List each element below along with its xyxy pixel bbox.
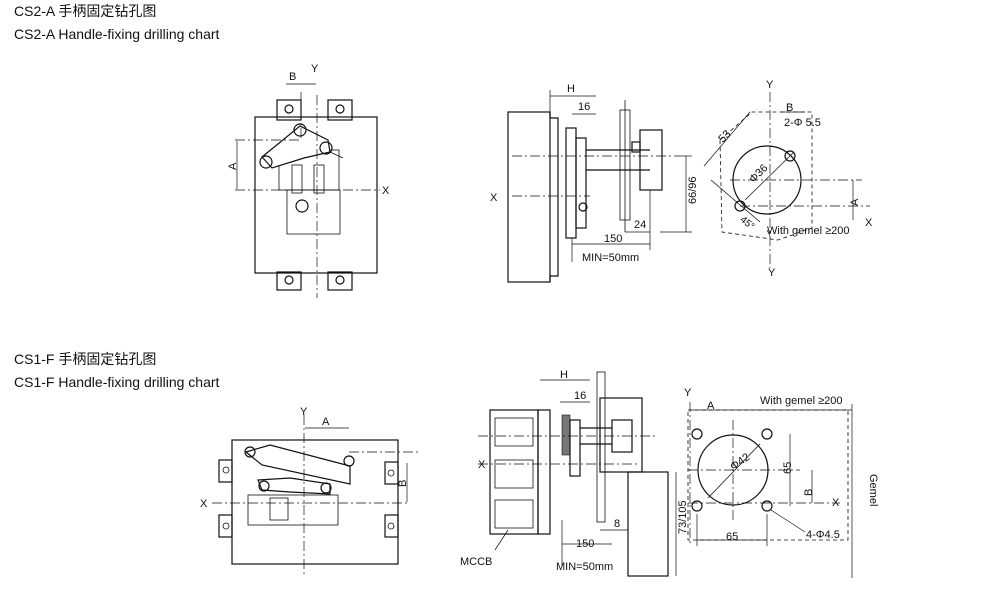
cs1f-side-dim-73-105: 73/105 [677, 500, 689, 534]
cs2a-front-label-x: X [382, 185, 390, 197]
cs1f-drill-label-x: X [832, 497, 840, 509]
cs2a-side-view: H 16 X 66/96 24 150 MIN=50mm [490, 83, 699, 283]
cs2a-side-dim-24: 24 [634, 219, 646, 231]
cs1f-side-dim-150: 150 [576, 538, 594, 550]
cs2a-front-label-a: A [227, 162, 239, 170]
cs1f-drill-dim-65h: 65 [726, 531, 738, 543]
cs1f-front-label-y: Y [300, 406, 308, 418]
cs1f-drill-label-a: A [707, 400, 715, 412]
cs2a-drill-label-y-top: Y [766, 79, 774, 91]
cs2a-side-label-x: X [490, 192, 498, 204]
cs1f-drill-pattern: Y A With gemel ≥200 Φ42 65 B X 65 4-Φ4.5… [684, 387, 879, 578]
cs2a-drill-holes: 2-Φ 5.5 [784, 117, 821, 129]
cs2a-drill-label-b: B [786, 102, 793, 114]
cs2a-front-view: B Y A X [227, 63, 390, 298]
cs2a-drill-label-x: X [865, 217, 873, 229]
cs2a-side-dim-16: 16 [578, 101, 590, 113]
cs2a-side-dim-150: 150 [604, 233, 622, 245]
cs1f-side-label-h: H [560, 369, 568, 381]
cs1f-front-label-b: B [397, 480, 409, 487]
cs2a-side-dim-66-96: 66/96 [687, 176, 699, 204]
cs2a-drill-angle: 45° [738, 214, 757, 232]
cs1f-front-label-x: X [200, 498, 208, 510]
cs1f-side-label-x: X [478, 459, 486, 471]
cs1f-drill-gemel-top: With gemel ≥200 [760, 395, 842, 407]
cs1f-front-view: Y A B X [200, 406, 420, 575]
cs1f-drill-label-b: B [803, 489, 815, 496]
cs1f-side-dim-16: 16 [574, 390, 586, 402]
cs2a-drill-label-a: A [849, 198, 861, 206]
cs1f-drill-holes: 4-Φ4.5 [806, 529, 840, 541]
cs1f-title-cn: CS1-F 手柄固定钻孔图 [14, 351, 157, 367]
cs2a-front-label-y: Y [311, 63, 319, 75]
cs1f-front-label-a: A [322, 416, 330, 428]
cs2a-drill-pattern: Y B 2-Φ 5.5 53 Φ36 45° A X With gemel ≥2… [703, 79, 873, 279]
cs1f-drill-dim-65v: 65 [782, 462, 794, 474]
cs2a-title-en: CS2-A Handle-fixing drilling chart [14, 26, 220, 42]
cs2a-drill-gemel: With gemel ≥200 [767, 225, 849, 237]
cs1f-drill-label-y: Y [684, 387, 692, 399]
cs1f-drill-gemel-vertical: Gemel [867, 474, 879, 506]
cs2a-side-min: MIN=50mm [582, 252, 639, 264]
cs1f-side-dim-8: 8 [614, 518, 620, 530]
cs1f-side-min: MIN=50mm [556, 561, 613, 573]
cs2a-drill-label-y-bottom: Y [768, 267, 776, 279]
cs1f-title-en: CS1-F Handle-fixing drilling chart [14, 374, 220, 390]
cs1f-side-mccb: MCCB [460, 556, 492, 568]
cs2a-title-cn: CS2-A 手柄固定钻孔图 [14, 3, 157, 19]
cs2a-side-label-h: H [567, 83, 575, 95]
cs2a-drill-dia: Φ36 [747, 162, 770, 185]
cs1f-side-view: H 16 X 73/105 8 150 MCCB MIN=50mm [460, 369, 689, 577]
cs2a-front-label-b: B [289, 71, 296, 83]
